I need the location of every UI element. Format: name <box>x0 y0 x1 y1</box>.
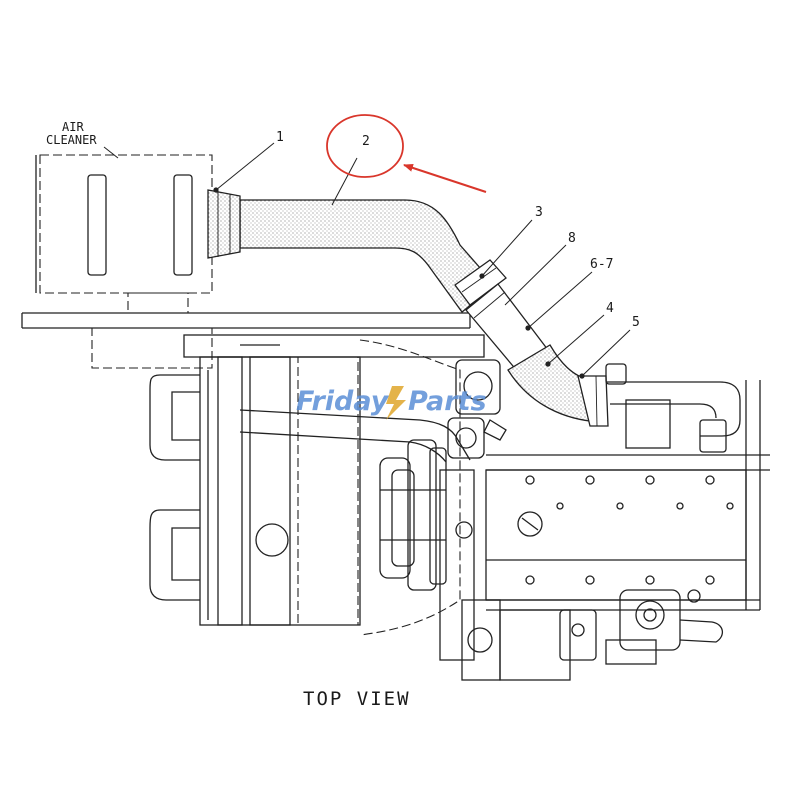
air-cleaner-label-line2: CLEANER <box>46 133 97 147</box>
fuel-pump-area <box>439 469 597 681</box>
coolant-pipes-left <box>149 374 200 601</box>
upper-hose <box>239 409 485 463</box>
callout-8: 8 <box>568 231 576 246</box>
callout-3: 3 <box>535 205 543 220</box>
oil-filter-area <box>605 589 723 665</box>
aftercooler-tubes <box>605 363 761 610</box>
fan-shroud <box>359 339 461 636</box>
lightning-bolt-icon <box>386 386 406 420</box>
air-cleaner <box>35 154 213 314</box>
air-cleaner-label-line1: AIR <box>62 120 84 134</box>
bolt-row-top <box>525 475 734 510</box>
highlight-marker-icon <box>326 114 487 193</box>
watermark-text-friday: Friday <box>296 386 390 417</box>
intake-tube <box>207 189 609 427</box>
mounting-rail <box>21 312 471 329</box>
oil-filler-cap <box>517 511 543 537</box>
callout-4: 4 <box>606 301 614 316</box>
watermark: Friday Parts <box>296 386 487 420</box>
view-title: TOP VIEW <box>303 688 411 710</box>
radiator-block <box>91 327 485 626</box>
callout-5: 5 <box>632 315 640 330</box>
bolt-row-bottom <box>525 575 715 585</box>
callout-6-7: 6-7 <box>590 257 613 272</box>
watermark-text-parts: Parts <box>408 386 487 417</box>
pulley-stack <box>379 439 447 591</box>
callout-1: 1 <box>276 130 284 145</box>
turbocharger <box>455 359 507 441</box>
engine-block <box>485 380 770 611</box>
callout-leaders <box>213 142 631 379</box>
air-cleaner-label: AIR CLEANER <box>46 120 119 159</box>
callout-2: 2 <box>362 134 370 149</box>
